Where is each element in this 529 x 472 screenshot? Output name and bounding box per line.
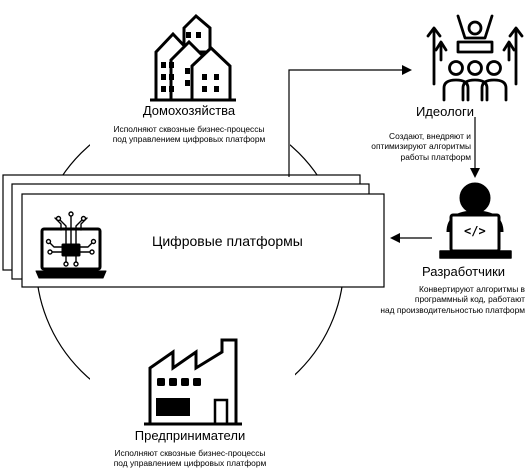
households-mask [90,92,290,150]
households-desc-line: под управлением цифровых платформ [112,134,266,145]
ideologists-desc-line: Создают, внедряют и [389,131,471,141]
entrepreneurs-desc-line: под управлением цифровых платформ [113,458,267,469]
developers-desc-line: Конвертируют алгоритмы в [419,284,525,294]
entrepreneurs-description: Исполняют сквозные бизнес-процессы под у… [114,448,266,469]
developers-desc-line: программный код, работают [414,294,525,305]
households-desc-line: Исполняют сквозные бизнес-процессы [113,124,265,134]
houses-icon [150,13,236,102]
ideologists-desc-line: оптимизируют алгоритмы [371,141,471,152]
platform-cards [2,174,385,288]
ideologists-title: Идеологи [415,104,475,119]
developer-icon [439,182,512,259]
laptop-circuit-icon [35,211,107,279]
developers-title: Разработчики [422,264,506,279]
platforms-label: Цифровые платформы [152,233,303,249]
code-symbol: </> [464,224,486,238]
ideologists-icon [426,14,524,102]
entrepreneurs-desc-line: Исполняют сквозные бизнес-процессы [114,448,266,458]
ideologists-description: Создают, внедряют и оптимизируют алгорит… [371,131,471,162]
developers-description: Конвертируют алгоритмы в программный код… [380,284,525,315]
factory-icon [144,338,242,426]
entrepreneurs-title: Предприниматели [134,428,246,443]
ideologists-desc-line: работы платформ [400,151,471,162]
households-description: Исполняют сквозные бизнес-процессы под у… [113,124,265,145]
flow-arrows [288,65,480,243]
households-title: Домохозяйства [142,103,236,118]
developers-desc-line: над производительностью платформ [380,304,525,315]
arrow-platforms-to-ideologists [288,65,412,177]
